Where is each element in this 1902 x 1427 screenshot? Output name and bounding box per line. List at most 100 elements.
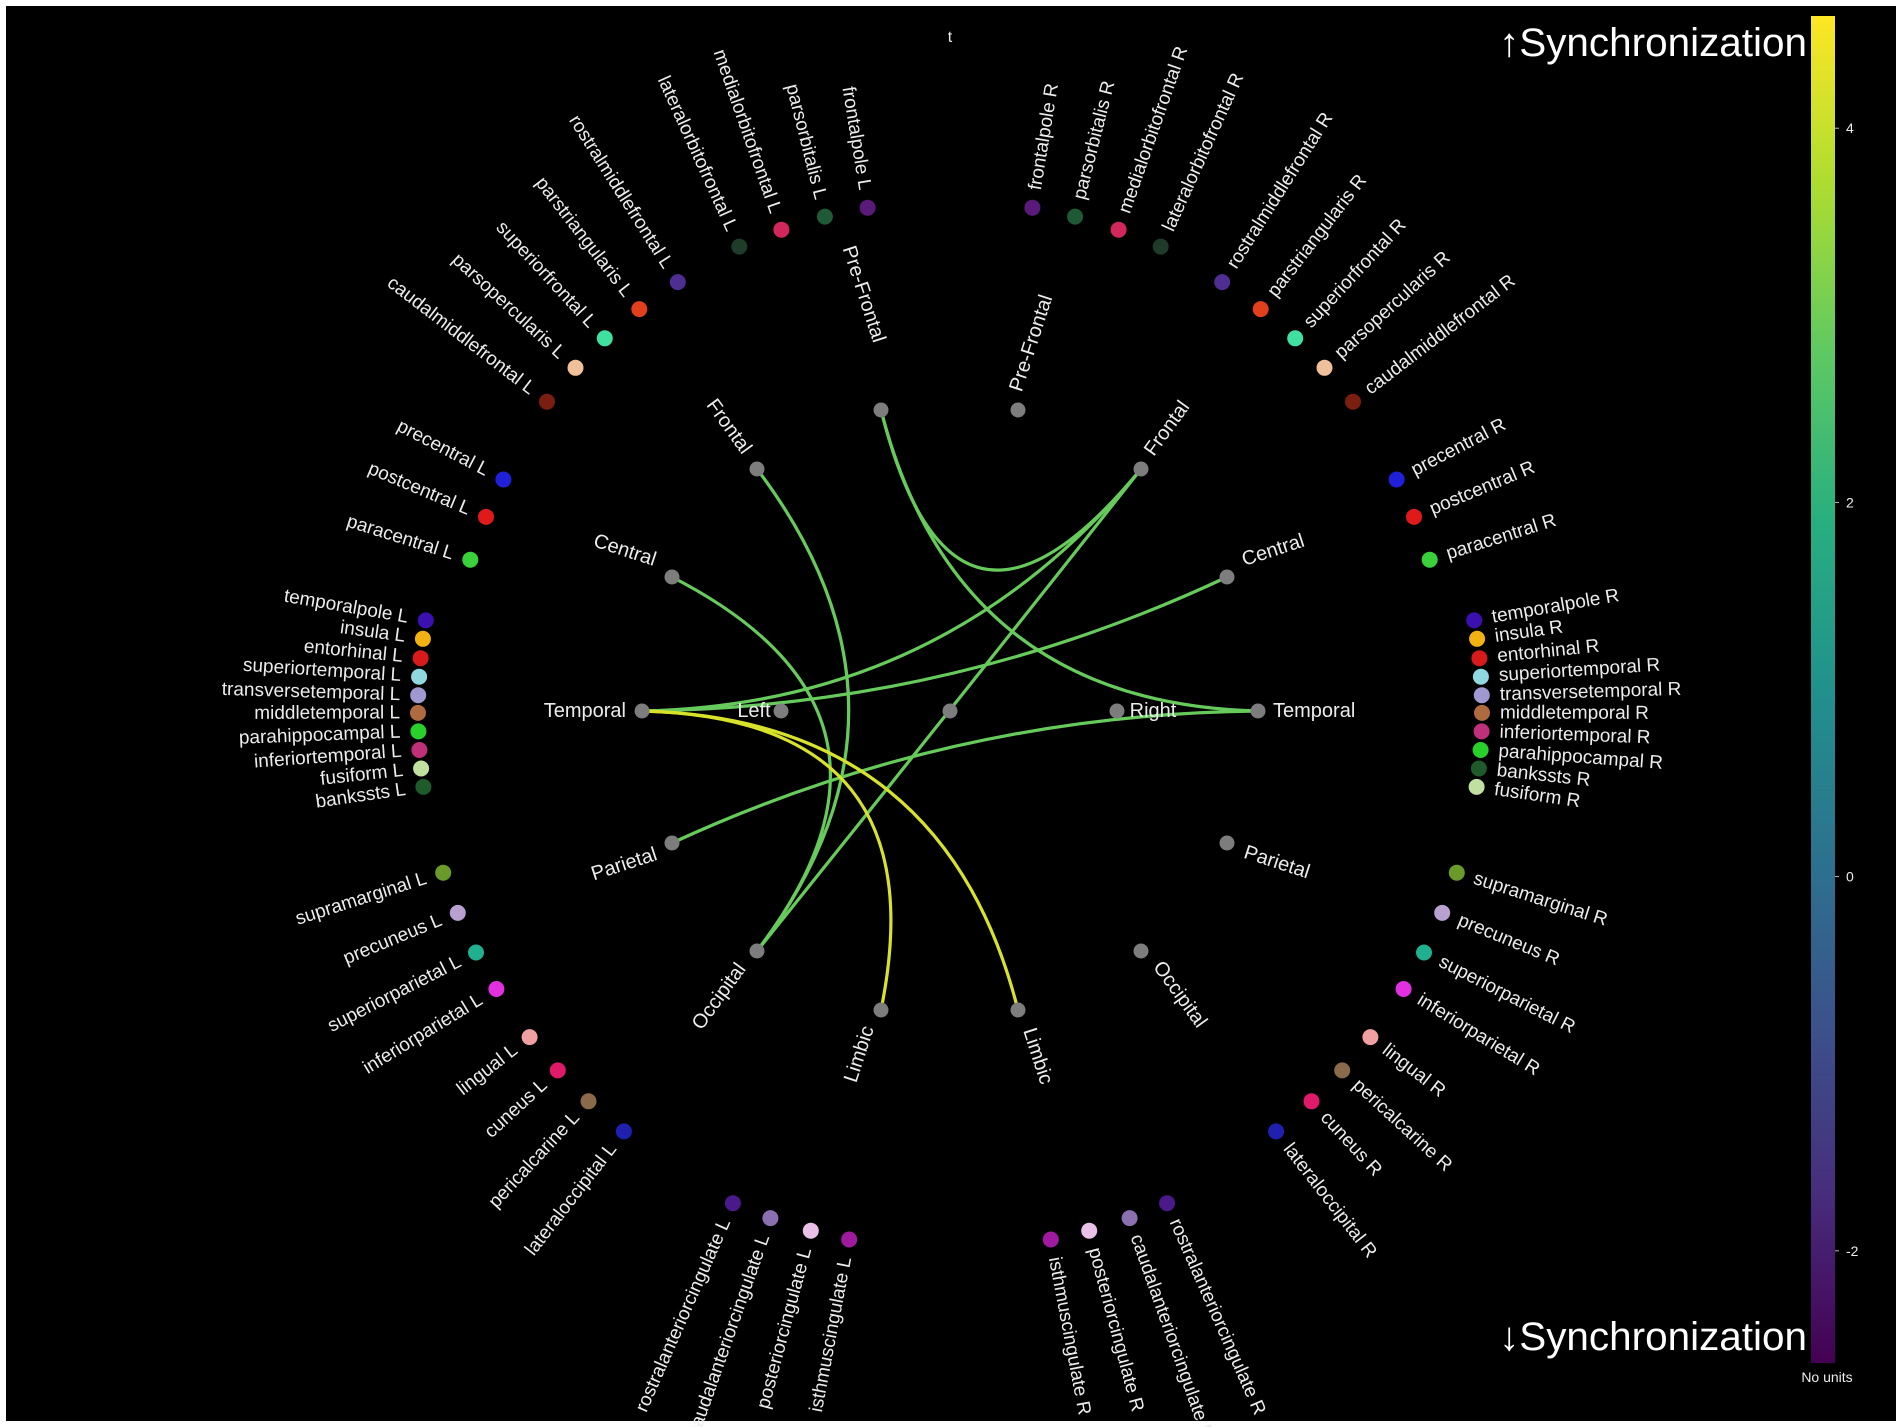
- node-superiortemporal-l: [411, 668, 428, 685]
- hub-limbic-r: [1010, 1002, 1026, 1018]
- node-frontalpole-r: [1024, 199, 1041, 216]
- node-parahippocampal-r: [1472, 742, 1489, 758]
- node-pericalcarine-r: [1334, 1062, 1351, 1079]
- node-inferiorparietal-l: [488, 981, 505, 997]
- hub-frontal-r: [1133, 461, 1149, 477]
- node-lateraloccipital-r: [1268, 1123, 1285, 1140]
- node-rostralanteriorcingulate-r: [1159, 1195, 1176, 1212]
- node-paracentral-l: [462, 551, 479, 568]
- hub-occipital-r: [1133, 943, 1149, 959]
- node-parsopercularis-l: [567, 359, 584, 376]
- colorbar-units-label: No units: [1801, 1369, 1852, 1385]
- node-temporalpole-r: [1466, 612, 1483, 629]
- hub-central-l: [664, 569, 680, 585]
- hub-parietal-r: [1219, 835, 1235, 851]
- node-cuneus-l: [549, 1062, 566, 1079]
- node-posteriorcingulate-l: [802, 1222, 819, 1239]
- colorbar-bottom-label: ↓Synchronization: [1499, 1315, 1807, 1359]
- link-central-l-to-occipital-l: [670, 575, 832, 953]
- node-medialorbitofrontal-r: [1110, 221, 1127, 238]
- colorbar-scale: [1811, 16, 1835, 1363]
- node-inferiortemporal-l: [411, 742, 428, 758]
- hub-right: [1109, 703, 1125, 719]
- node-caudalmiddlefrontal-l: [539, 393, 555, 410]
- node-parahippocampal-l: [410, 723, 427, 740]
- node-precentral-r: [1388, 471, 1405, 488]
- node-isthmuscingulate-l: [841, 1231, 858, 1248]
- colorbar: 420-2 ↑Synchronization ↓Synchronization …: [1499, 16, 1859, 1385]
- node-precuneus-r: [1434, 904, 1451, 921]
- node-parsorbitalis-l: [816, 208, 833, 225]
- hub-central-r: [1219, 569, 1235, 585]
- colorbar-tick-label: -2: [1846, 1243, 1859, 1259]
- node-parstriangularis-l: [631, 301, 648, 318]
- node-middletemporal-r: [1474, 704, 1490, 721]
- node-inferiorparietal-r: [1395, 981, 1412, 997]
- node-superiorfrontal-l: [596, 330, 613, 347]
- node-transversetemporal-r: [1473, 687, 1490, 704]
- node-superiortemporal-r: [1472, 668, 1489, 685]
- node-postcentral-l: [478, 508, 494, 525]
- node-supramarginal-l: [435, 864, 452, 881]
- node-lateralorbitofrontal-r: [1152, 238, 1169, 255]
- colorbar-tick-label: 2: [1846, 494, 1854, 510]
- node-bankssts-r: [1470, 760, 1487, 777]
- node-lateralorbitofrontal-l: [731, 238, 748, 255]
- node-precentral-l: [495, 471, 512, 488]
- node-rostralmiddlefrontal-l: [669, 274, 686, 291]
- hub-limbic-l: [873, 1002, 889, 1018]
- node-isthmuscingulate-r: [1042, 1231, 1059, 1248]
- hub-label-temporal-r: Temporal: [1273, 700, 1355, 722]
- hub-frontal-l: [749, 461, 765, 477]
- node-caudalmiddlefrontal-r: [1345, 393, 1361, 410]
- node-label-middletemporal-l: middletemporal L: [254, 702, 400, 724]
- hub-label-right: Right: [1130, 700, 1177, 722]
- node-parsopercularis-r: [1316, 359, 1333, 376]
- node-posteriorcingulate-r: [1081, 1222, 1098, 1239]
- hub-label-temporal-l: Temporal: [544, 700, 626, 722]
- link-parietal-l-to-temporal-r: [670, 709, 1260, 845]
- node-cuneus-r: [1303, 1093, 1320, 1110]
- node-caudalanteriorcingulate-r: [1121, 1210, 1138, 1227]
- colorbar-ticks: 420-2: [1835, 120, 1859, 1259]
- link-temporal-l-to-central-r: [640, 575, 1229, 713]
- node-fusiform-r: [1468, 778, 1485, 795]
- node-insula-r: [1469, 630, 1486, 647]
- node-superiorparietal-l: [468, 944, 484, 961]
- node-entorhinal-r: [1471, 650, 1488, 667]
- node-frontalpole-l: [859, 199, 876, 216]
- node-lateraloccipital-l: [615, 1123, 632, 1140]
- node-paracentral-r: [1421, 551, 1438, 568]
- node-lingual-l: [521, 1029, 538, 1046]
- node-fusiform-l: [413, 760, 430, 777]
- node-transversetemporal-l: [410, 687, 427, 704]
- node-bankssts-l: [415, 778, 432, 795]
- node-lingual-r: [1362, 1029, 1379, 1046]
- node-temporalpole-l: [417, 612, 434, 629]
- node-inferiortemporal-r: [1473, 723, 1490, 740]
- node-entorhinal-l: [412, 650, 429, 667]
- node-superiorparietal-r: [1416, 944, 1432, 961]
- link-temporal-l-to-limbic-r: [640, 709, 1020, 1012]
- node-insula-l: [414, 630, 431, 647]
- link-temporal-l-to-frontal-r: [640, 467, 1143, 713]
- node-middletemporal-l: [410, 704, 426, 721]
- node-pericalcarine-l: [580, 1093, 597, 1110]
- node-supramarginal-r: [1448, 864, 1465, 881]
- colorbar-tick-label: 0: [1846, 869, 1854, 885]
- node-caudalanteriorcingulate-l: [762, 1210, 779, 1227]
- node-label-middletemporal-r: middletemporal R: [1500, 702, 1649, 724]
- hub-prefrontal-l: [873, 402, 889, 418]
- hub-temporal-l: [634, 703, 650, 719]
- links-layer: [640, 408, 1260, 1012]
- hub-center: [942, 703, 958, 719]
- node-precuneus-l: [449, 904, 466, 921]
- hub-left: [773, 703, 789, 719]
- hub-temporal-r: [1250, 703, 1266, 719]
- node-parstriangularis-r: [1252, 301, 1269, 318]
- node-superiorfrontal-r: [1287, 330, 1304, 347]
- node-rostralmiddlefrontal-r: [1214, 274, 1231, 291]
- node-postcentral-r: [1406, 508, 1422, 525]
- hub-parietal-l: [664, 835, 680, 851]
